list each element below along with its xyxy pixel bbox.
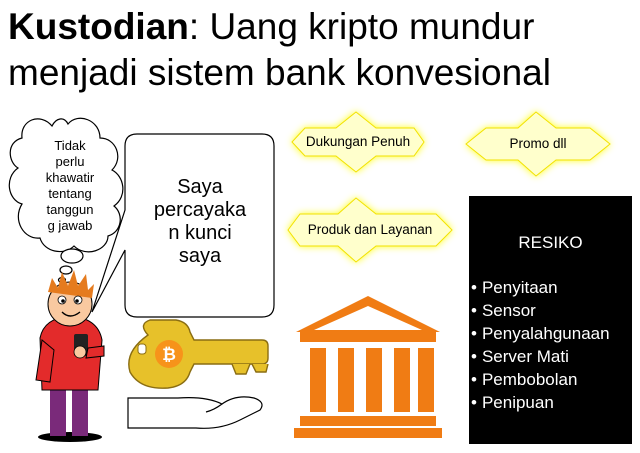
speech-line: Saya bbox=[177, 176, 223, 198]
badge-dukungan-label: Dukungan Penuh bbox=[305, 134, 411, 149]
speech-line: saya bbox=[178, 245, 222, 267]
badge-produk-label: Produk dan Layanan bbox=[307, 222, 433, 237]
thought-line: perlu bbox=[55, 154, 85, 169]
speech-bubble-shape bbox=[91, 133, 275, 318]
person-with-phone-icon bbox=[35, 270, 105, 442]
badge-produk-shape bbox=[287, 197, 453, 263]
thought-cloud-icon bbox=[8, 117, 124, 284]
badge-promo-label: Promo dll bbox=[509, 136, 567, 151]
risk-item: Sensor bbox=[471, 299, 610, 322]
open-hand-icon bbox=[127, 396, 263, 429]
risk-title: RESIKO bbox=[518, 233, 583, 252]
svg-text:₿: ₿ bbox=[162, 345, 176, 364]
thought-line: khawatir bbox=[45, 170, 95, 185]
risk-item: Penipuan bbox=[471, 391, 610, 414]
risk-item: Server Mati bbox=[471, 345, 610, 368]
thought-line: Tidak bbox=[54, 138, 86, 153]
risk-item: Pembobolan bbox=[471, 368, 610, 391]
badge-dukungan-shape bbox=[291, 111, 425, 173]
title-rest: : Uang kripto mundur menjadi sistem bank… bbox=[8, 6, 551, 93]
speech-line: n kunci bbox=[168, 222, 232, 244]
risk-panel: RESIKO Penyitaan Sensor Penyalahgunaan S… bbox=[469, 196, 632, 444]
speech-bubble-text: Saya percayaka n kunci saya bbox=[128, 176, 272, 268]
thought-line: tanggun bbox=[46, 202, 94, 217]
bank-building-icon bbox=[294, 296, 442, 438]
thought-line: tentang bbox=[48, 186, 92, 201]
thought-line: g jawab bbox=[47, 218, 93, 233]
bitcoin-key-icon: ₿ bbox=[128, 319, 269, 389]
thought-bubble-text: Tidak perlu khawatir tentang tanggun g j… bbox=[30, 138, 110, 234]
risk-item: Penyalahgunaan bbox=[471, 322, 610, 345]
risk-item: Penyitaan bbox=[471, 276, 610, 299]
speech-line: percayaka bbox=[153, 199, 247, 221]
title-bold: Kustodian bbox=[8, 6, 189, 47]
page-title: Kustodian: Uang kripto mundur menjadi si… bbox=[8, 4, 638, 96]
badge-promo-shape bbox=[465, 111, 611, 177]
risk-list: Penyitaan Sensor Penyalahgunaan Server M… bbox=[471, 276, 610, 414]
